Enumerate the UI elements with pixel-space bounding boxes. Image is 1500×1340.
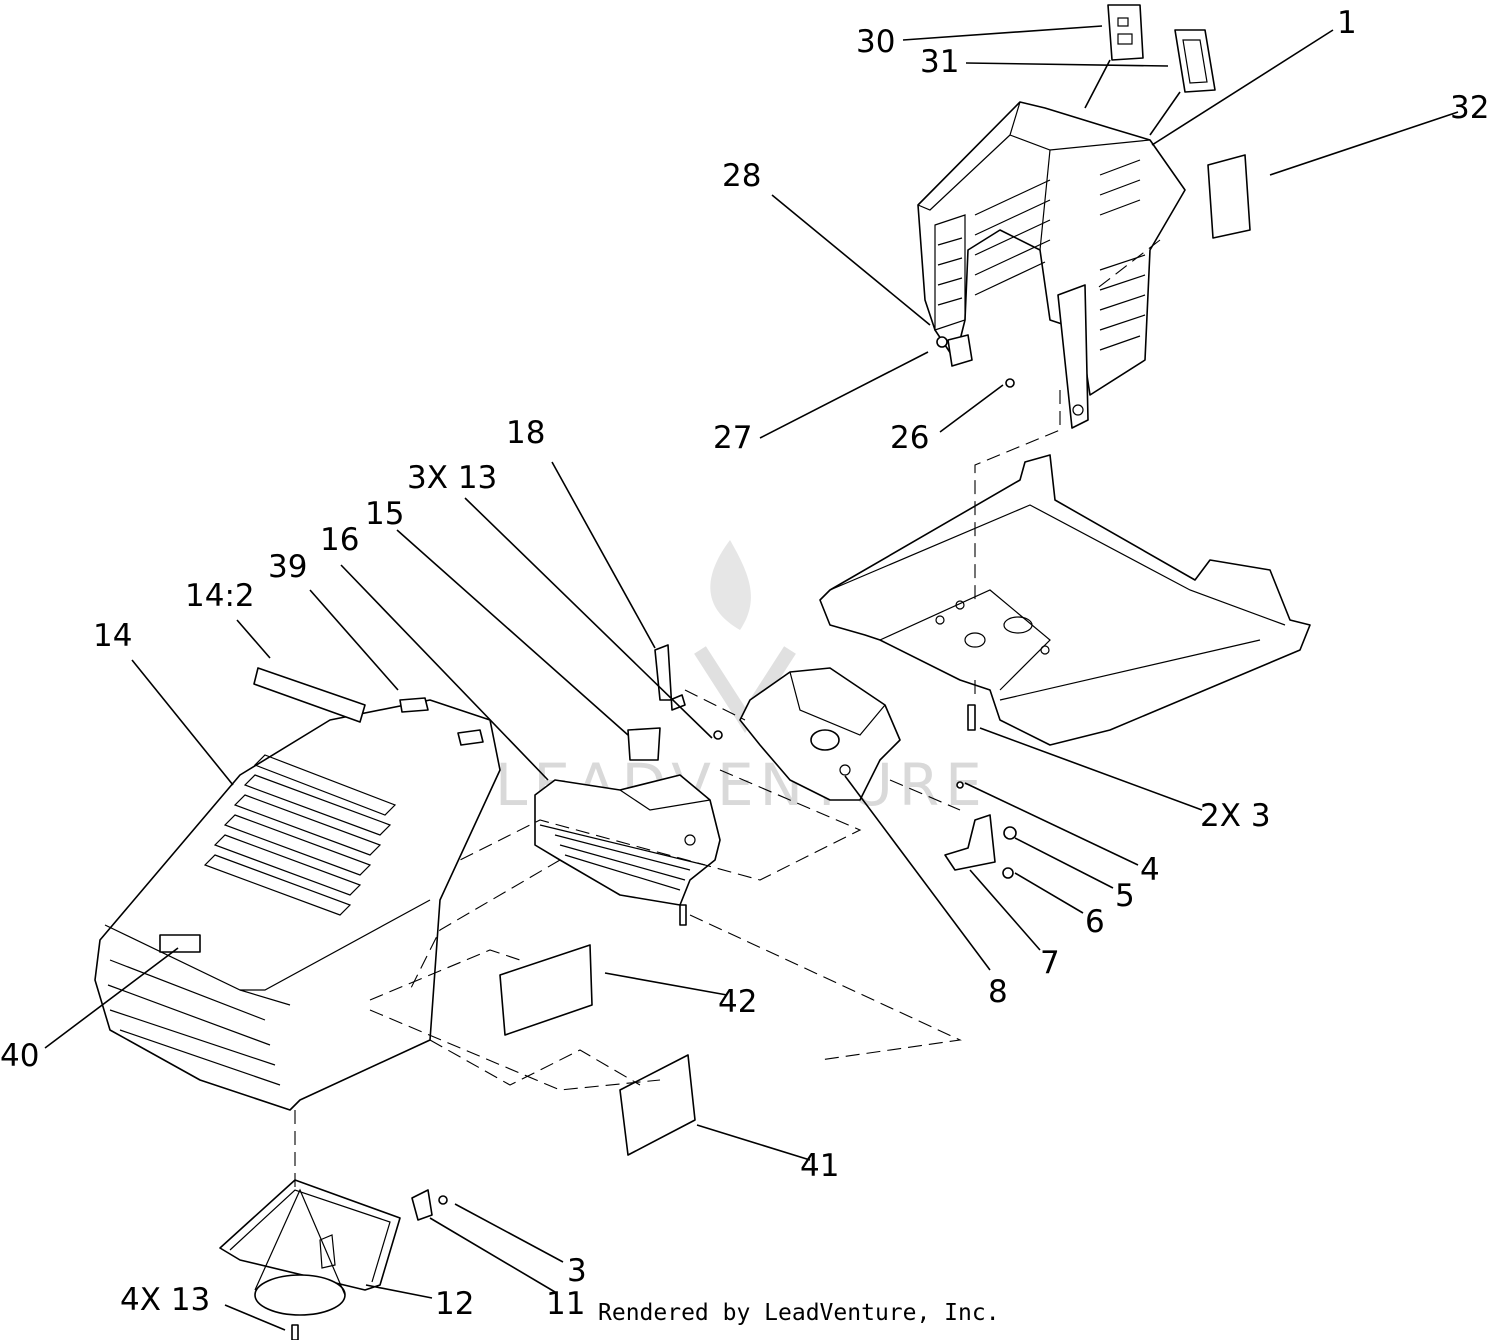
decal-part-39 [399,697,484,746]
callout-14-2: 14:2 [185,578,255,614]
callout-3: 3 [567,1253,587,1289]
callout-30: 30 [856,24,895,60]
callout-39: 39 [268,549,307,585]
decal-part-14-2 [253,667,366,723]
decal-part-41 [619,1054,696,1156]
rendered-by-credit: Rendered by LeadVenture, Inc. [598,1300,1000,1326]
callout-4: 4 [1140,852,1160,888]
callout-41: 41 [800,1148,839,1184]
decal-part-31 [1174,29,1216,93]
callout-4x13: 4X 13 [120,1282,210,1318]
callout-5: 5 [1115,878,1135,914]
grille-panel-part-16 [534,774,721,906]
assembly-lines [294,239,1161,1190]
decal-part-32 [1207,154,1251,239]
callout-12: 12 [435,1286,474,1322]
callout-3x13: 3X 13 [407,460,497,496]
callout-16: 16 [320,522,359,558]
callout-1: 1 [1337,5,1357,41]
callout-6: 6 [1085,904,1105,940]
callout-15: 15 [365,496,404,532]
callout-27: 27 [713,420,752,456]
callout-7: 7 [1040,945,1060,981]
callout-11: 11 [546,1286,585,1322]
callout-labels: 30 31 1 32 28 27 26 18 3X 13 15 16 39 14… [0,5,1489,1322]
dash-support [739,667,901,801]
callout-2x3: 2X 3 [1200,798,1271,834]
hood-part-14 [94,699,501,1111]
bracket-part-11 [411,1189,448,1221]
callout-32: 32 [1450,90,1489,126]
decal-part-42 [499,944,593,1036]
callout-14: 14 [93,618,132,654]
hood-vents [203,754,397,916]
decal-part-15 [627,727,661,761]
bracket-part-18 [654,644,686,711]
callout-28: 28 [722,158,761,194]
callout-42: 42 [718,984,757,1020]
latch-bracket-part-7 [944,781,1017,879]
callout-8: 8 [988,974,1008,1010]
callout-18: 18 [506,415,545,451]
callout-31: 31 [920,44,959,80]
seat-pan-part-1 [917,101,1186,429]
leader-lines [44,25,1459,1331]
screw-4x13 [291,1324,299,1340]
tray-part-12 [219,1179,401,1316]
floor-pan [819,454,1311,746]
callout-26: 26 [890,420,929,456]
callout-40: 40 [0,1038,39,1074]
decal-part-30 [1107,4,1144,61]
